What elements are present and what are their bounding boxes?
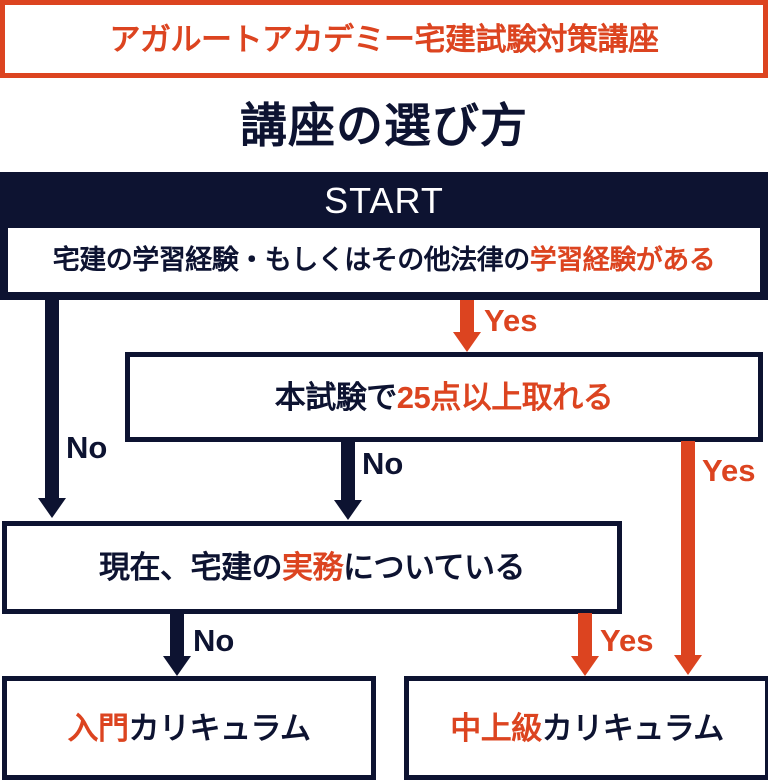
page-title: 講座の選び方 bbox=[240, 98, 528, 152]
q3-text-segment-1: 現在、宅建の bbox=[98, 550, 283, 585]
r1-text-segment-1: 入門 bbox=[67, 710, 129, 746]
q3-text-segment-3: についている bbox=[342, 550, 526, 585]
edge-q1-q3-label: No bbox=[66, 430, 108, 465]
flow-node-q3: 現在、宅建の実務についている bbox=[2, 521, 622, 614]
flow-node-q2-text: 本試験で25点以上取れる bbox=[274, 379, 614, 415]
edge-q3-r1-label: No bbox=[193, 623, 235, 658]
flow-node-result-advanced-text: 中上級カリキュラム bbox=[450, 713, 724, 744]
q3-text-segment-2: 実務 bbox=[281, 550, 344, 585]
flow-node-result-intro-text: 入門カリキュラム bbox=[67, 710, 311, 746]
edge-q2-r2-label: Yes bbox=[702, 453, 756, 488]
edge-q3-r1-shaft bbox=[170, 613, 184, 659]
edge-q2-q3-label: No bbox=[362, 446, 404, 481]
header-banner: アガルートアカデミー宅建試験対策講座 bbox=[0, 0, 768, 78]
edge-q3-r2-label: Yes bbox=[600, 623, 654, 658]
r2-text-segment-1: 中上級 bbox=[450, 710, 542, 746]
q1-text-segment-1: 宅建の学習経験・もしくはその他法律の bbox=[52, 244, 531, 275]
edge-q1-q2-shaft bbox=[460, 300, 474, 334]
flow-node-result-advanced: 中上級カリキュラム bbox=[404, 676, 768, 780]
edge-q2-r2-arrowhead bbox=[674, 655, 702, 675]
edge-q1-q2-label: Yes bbox=[484, 303, 538, 338]
q1-text-segment-2: 学習経験がある bbox=[529, 244, 716, 275]
flow-node-result-intro: 入門カリキュラム bbox=[2, 676, 376, 780]
edge-q3-r2-arrowhead bbox=[571, 656, 599, 676]
q2-text-segment-2: 25点以上取れる bbox=[396, 379, 614, 415]
flow-node-q1: 宅建の学習経験・もしくはその他法律の学習経験がある bbox=[8, 228, 760, 292]
edge-q2-r2-shaft bbox=[681, 441, 695, 657]
edge-q3-r2-shaft bbox=[578, 613, 592, 659]
flow-node-start: START 宅建の学習経験・もしくはその他法律の学習経験がある bbox=[0, 172, 768, 300]
edge-q1-q3-shaft bbox=[45, 300, 59, 500]
edge-q2-q3-shaft bbox=[341, 441, 355, 503]
start-label: START bbox=[324, 180, 444, 221]
edge-q1-q3-arrowhead bbox=[38, 498, 66, 518]
flow-node-q1-text: 宅建の学習経験・もしくはその他法律の学習経験がある bbox=[52, 244, 716, 275]
edge-q1-q2-arrowhead bbox=[453, 332, 481, 352]
r1-text-segment-2: カリキュラム bbox=[128, 710, 311, 746]
flow-node-q3-text: 現在、宅建の実務についている bbox=[98, 550, 526, 585]
header-banner-text: アガルートアカデミー宅建試験対策講座 bbox=[109, 21, 660, 57]
edge-q2-q3-arrowhead bbox=[334, 500, 362, 520]
flow-node-q2: 本試験で25点以上取れる bbox=[125, 352, 763, 442]
q2-text-segment-1: 本試験で bbox=[274, 379, 398, 415]
r2-text-segment-2: カリキュラム bbox=[541, 710, 725, 746]
edge-q3-r1-arrowhead bbox=[163, 656, 191, 676]
